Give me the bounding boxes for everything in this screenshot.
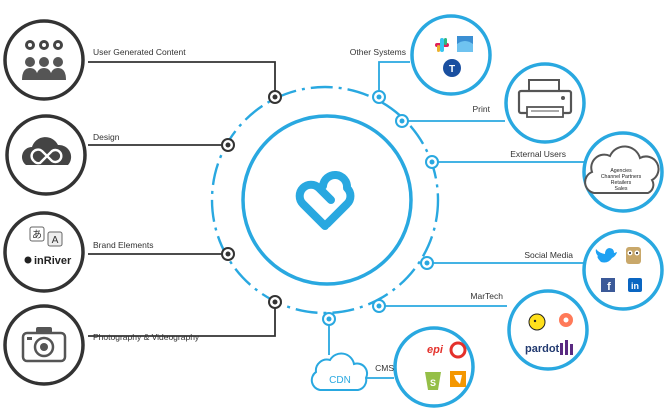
glyph-a-latin: A bbox=[52, 235, 59, 246]
facebook-icon bbox=[601, 278, 615, 292]
brand-heart-icon bbox=[295, 171, 355, 230]
glyph-a-jp: あ bbox=[32, 229, 42, 241]
label-social-media: Social Media bbox=[524, 250, 573, 260]
label-other-systems: Other Systems bbox=[350, 47, 406, 57]
svg-text:f: f bbox=[607, 281, 611, 293]
svg-text:in: in bbox=[631, 281, 639, 291]
twitter-icon bbox=[595, 248, 617, 263]
cloud-line-retailers: Retailers bbox=[611, 180, 632, 186]
label-ugc: User Generated Content bbox=[93, 47, 186, 57]
cloud-line-partners: Channel Partners bbox=[601, 174, 642, 180]
label-brand: Brand Elements bbox=[93, 240, 153, 250]
inriver-icon: あ A inRiver bbox=[24, 226, 72, 267]
svg-text:S: S bbox=[430, 378, 436, 388]
camera-icon bbox=[21, 327, 67, 363]
left-connectors bbox=[88, 61, 276, 337]
label-martech: MarTech bbox=[470, 291, 503, 301]
creative-cloud-icon bbox=[21, 137, 72, 165]
user-group-social-icon bbox=[22, 40, 66, 80]
label-external-users: External Users bbox=[510, 149, 566, 159]
hootsuite-icon bbox=[626, 247, 641, 264]
label-photo: Photography & Videography bbox=[93, 332, 200, 342]
episerver-glyph: epi bbox=[427, 344, 444, 356]
cdn-cloud-icon: CDN bbox=[310, 352, 369, 391]
cloud-users-icon: Agencies Channel Partners Retailers Sale… bbox=[584, 145, 660, 194]
cms-icon: epi S bbox=[425, 341, 467, 390]
mailchimp-icon bbox=[528, 313, 546, 331]
right-nodes bbox=[322, 90, 439, 326]
cloud-line-sales: Sales bbox=[615, 186, 628, 192]
shopify-icon bbox=[425, 372, 441, 390]
left-nodes bbox=[221, 90, 282, 309]
label-print: Print bbox=[473, 104, 491, 114]
martech-icon: pardot bbox=[525, 313, 573, 355]
integrations-icon: T bbox=[435, 36, 473, 77]
cdn-label: CDN bbox=[329, 375, 351, 386]
social-media-icon: f in bbox=[595, 247, 642, 293]
label-cms: CMS bbox=[375, 363, 394, 373]
pardot-logo-text: pardot bbox=[525, 343, 560, 355]
hub-orbit-ring bbox=[210, 85, 440, 315]
right-connectors bbox=[328, 61, 585, 379]
printer-icon bbox=[517, 79, 573, 118]
trello-like-glyph: T bbox=[449, 64, 455, 75]
inriver-logo-text: inRiver bbox=[34, 255, 72, 267]
linkedin-icon bbox=[628, 278, 642, 292]
label-design: Design bbox=[93, 132, 120, 142]
destination-circles bbox=[393, 14, 664, 408]
cloud-line-agencies: Agencies bbox=[610, 168, 632, 174]
